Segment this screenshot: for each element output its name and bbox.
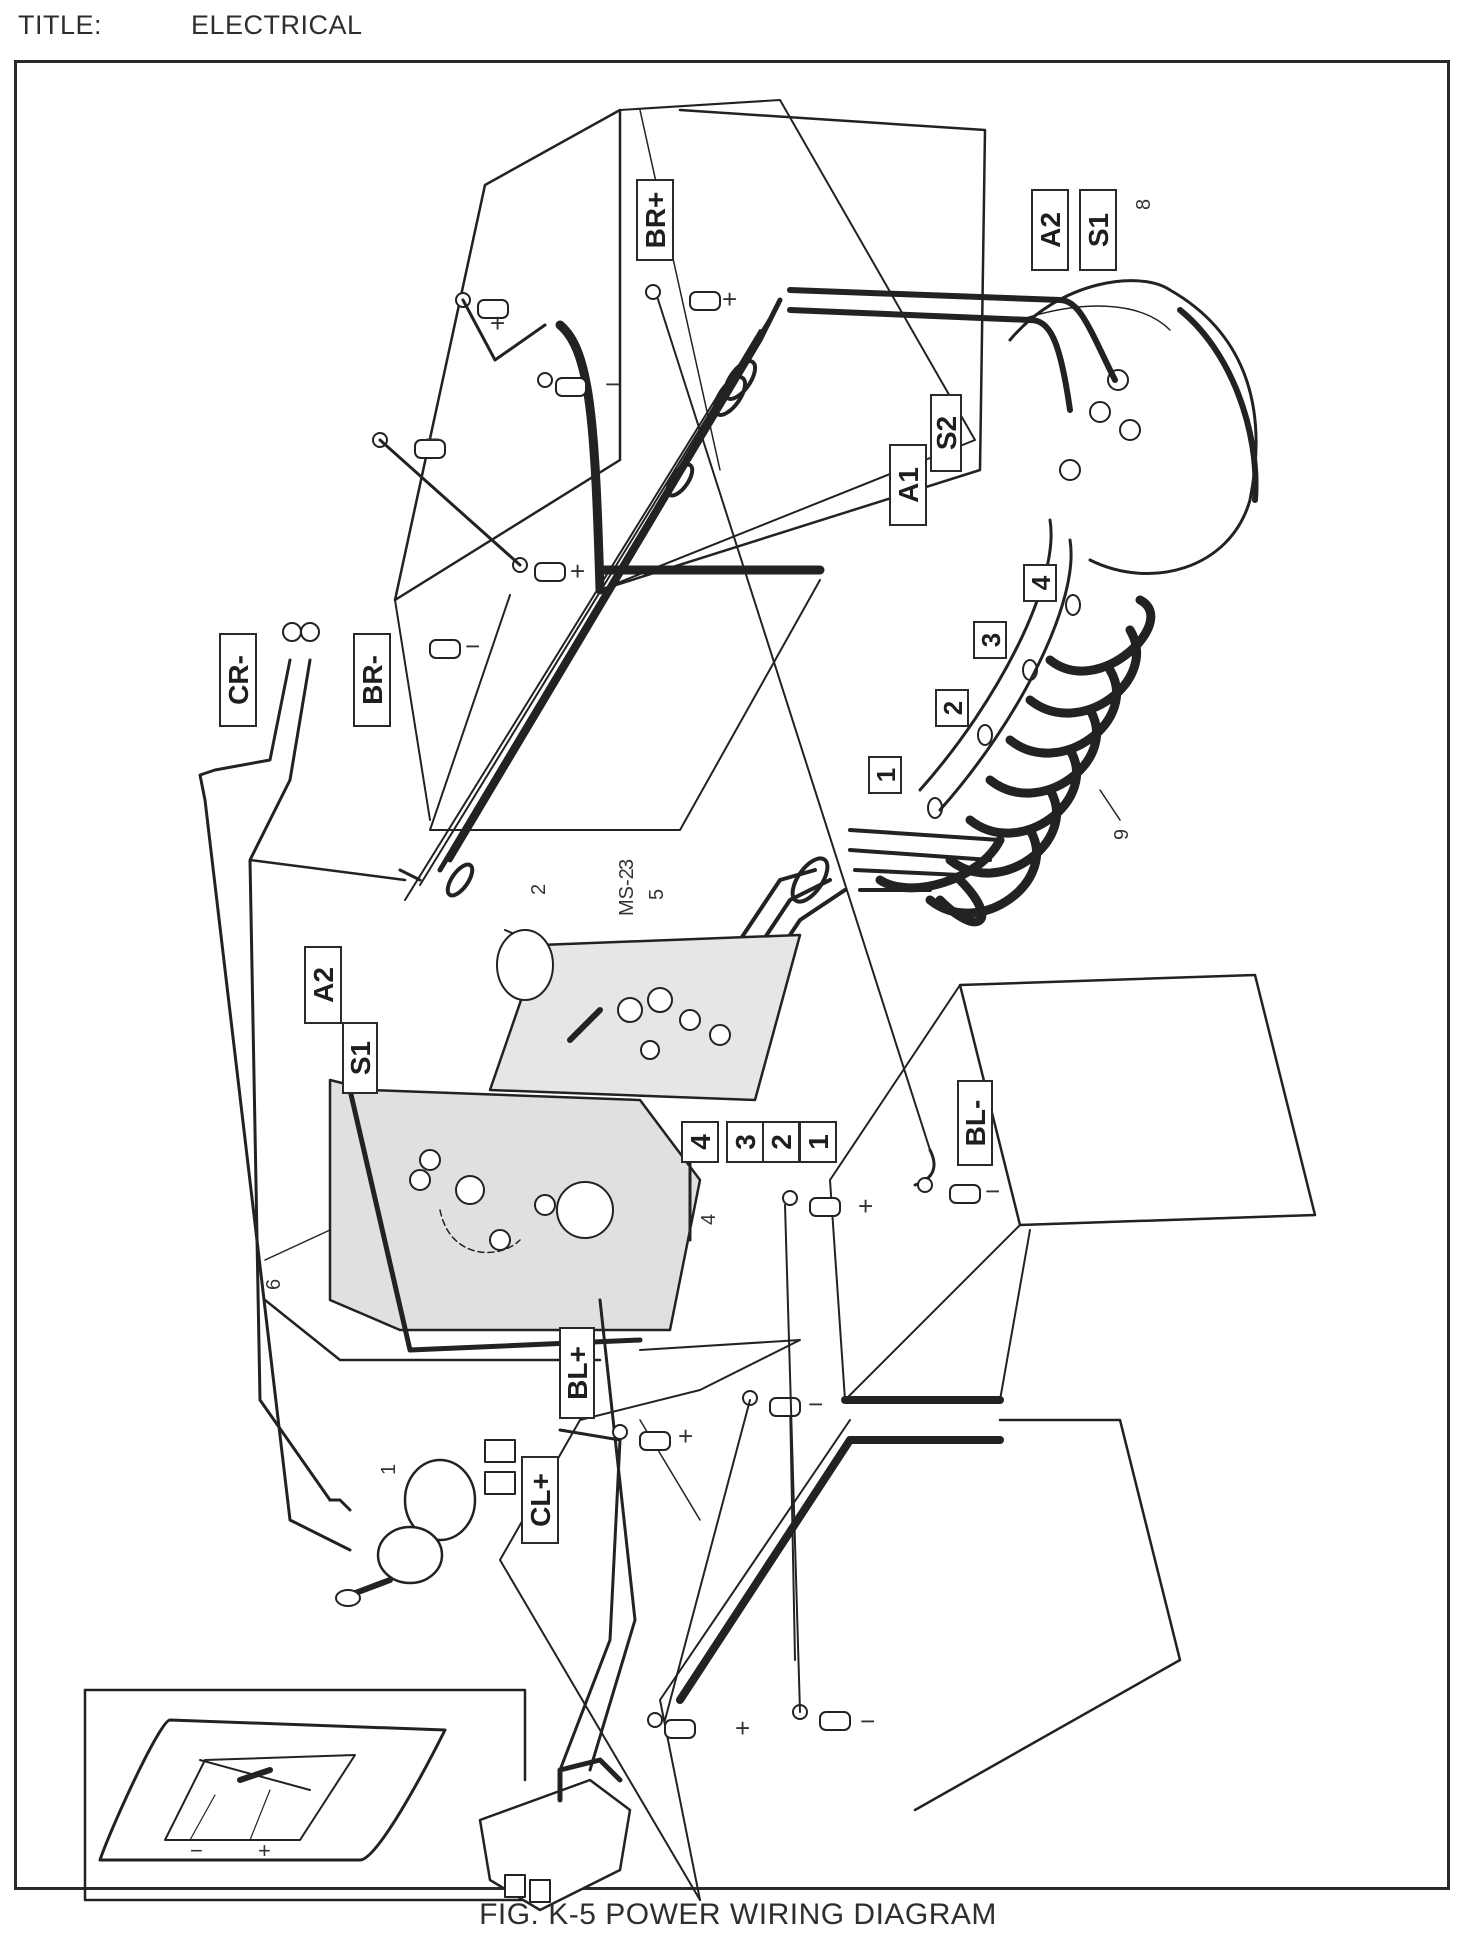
svg-text:+: +	[722, 284, 737, 314]
tag-tap-4: 4	[1023, 564, 1057, 602]
svg-text:−: −	[605, 369, 620, 399]
svg-text:3: 3	[976, 633, 1006, 647]
jumper-cable	[784, 1204, 801, 1713]
tag-cl-plus: CL+	[521, 1456, 559, 1544]
svg-text:S2: S2	[931, 416, 962, 450]
svg-text:4: 4	[685, 1134, 716, 1150]
tag-contact-2: 2	[762, 1121, 800, 1163]
receptacle-polarity: − +	[190, 1838, 271, 1863]
jumper-cable	[461, 298, 547, 362]
controller-panel	[264, 1078, 702, 1353]
svg-text:3: 3	[730, 1134, 761, 1150]
svg-text:+: +	[678, 1421, 693, 1451]
callout-2: 2	[528, 884, 550, 895]
title-label: TITLE:	[18, 10, 103, 40]
svg-text:1: 1	[871, 768, 901, 782]
motor	[1008, 279, 1259, 575]
figure-caption: FIG. K-5 POWER WIRING DIAGRAM	[479, 1898, 997, 1931]
svg-text:−: −	[808, 1389, 823, 1419]
tag-br-minus: BR-	[353, 633, 391, 727]
tag-s1-motor: S1	[1079, 189, 1117, 271]
tag-s2: S2	[930, 394, 962, 472]
diagram-frame	[14, 60, 1450, 1890]
callout-5: 5	[646, 889, 668, 900]
svg-text:BR+: BR+	[640, 192, 671, 249]
terminal-lugs	[372, 284, 981, 1739]
svg-text:+: +	[490, 308, 505, 338]
br-plus-cable	[654, 289, 931, 1151]
svg-text:A1: A1	[893, 467, 924, 503]
polarity-marks: + − − + − + − + + − − +	[425, 284, 1000, 1743]
harness-loop	[198, 622, 602, 1552]
charger-receptacle-inset	[83, 1688, 532, 1902]
svg-text:−: −	[860, 1706, 875, 1736]
svg-text:4: 4	[1026, 575, 1056, 590]
callout-1: 1	[378, 1464, 400, 1475]
svg-text:+: +	[258, 1838, 271, 1863]
svg-text:+: +	[735, 1713, 750, 1743]
svg-text:2: 2	[766, 1134, 797, 1150]
part-callouts: 8 9 3 2 5 4 6 1 MS-2	[263, 199, 1155, 1475]
svg-text:1: 1	[803, 1134, 834, 1150]
battery-front-right-lower	[659, 1399, 1182, 1901]
svg-text:−: −	[425, 424, 440, 454]
battery-rear-left	[393, 99, 976, 821]
title-value: ELECTRICAL	[191, 10, 363, 40]
svg-text:−: −	[985, 1176, 1000, 1206]
tag-contact-4: 4	[681, 1121, 719, 1163]
ms-2-label: MS-2	[616, 868, 638, 916]
svg-text:+: +	[570, 556, 585, 586]
svg-text:CL+: CL+	[525, 1473, 556, 1527]
tag-contact-3: 3	[726, 1121, 764, 1163]
resistor-board	[488, 929, 802, 1102]
svg-text:S1: S1	[1083, 213, 1114, 247]
key-switch	[335, 1439, 516, 1607]
svg-text:−: −	[465, 631, 480, 661]
jumper-cable	[664, 1399, 751, 1721]
charger-plug	[478, 1298, 637, 1912]
svg-text:BL-: BL-	[960, 1100, 991, 1147]
svg-text:BR-: BR-	[357, 655, 388, 705]
svg-text:2: 2	[938, 701, 968, 715]
tag-bl-plus: BL+	[559, 1327, 595, 1419]
tag-contact-1: 1	[799, 1121, 837, 1163]
jumper-cable	[378, 438, 522, 567]
svg-text:A2: A2	[308, 967, 339, 1003]
callout-9: 9	[1111, 829, 1133, 840]
resistor-coil	[848, 518, 1156, 927]
tag-tap-1: 1	[868, 756, 902, 794]
svg-text:S1: S1	[345, 1041, 376, 1075]
svg-text:A2: A2	[1035, 212, 1066, 248]
cable-bundle	[404, 287, 1118, 901]
tag-a2-motor: A2	[1031, 189, 1069, 271]
tag-a2-controller: A2	[304, 946, 342, 1024]
callout-6: 6	[263, 1279, 285, 1290]
tag-a1: A1	[889, 444, 927, 526]
tag-bl-minus: BL-	[957, 1080, 993, 1166]
tag-tap-2: 2	[935, 689, 969, 727]
tag-tap-3: 3	[973, 621, 1007, 659]
tag-cr-minus: CR-	[219, 633, 257, 727]
tag-br-plus: BR+	[636, 179, 674, 261]
callout-3: 3	[616, 859, 638, 870]
callout-4: 4	[698, 1214, 720, 1225]
svg-text:−: −	[190, 1838, 203, 1863]
battery-front-right-upper	[829, 973, 1317, 1404]
callout-8: 8	[1133, 199, 1155, 210]
document-header: TITLE: ELECTRICAL	[18, 10, 363, 41]
svg-text:BL+: BL+	[562, 1346, 593, 1400]
tag-s1-controller: S1	[342, 1022, 378, 1094]
svg-text:CR-: CR-	[223, 655, 254, 705]
svg-text:+: +	[858, 1191, 873, 1221]
wire-label-tags: BR+ A2 S1 S2 A1 CR- BR- A2	[219, 179, 1117, 1544]
